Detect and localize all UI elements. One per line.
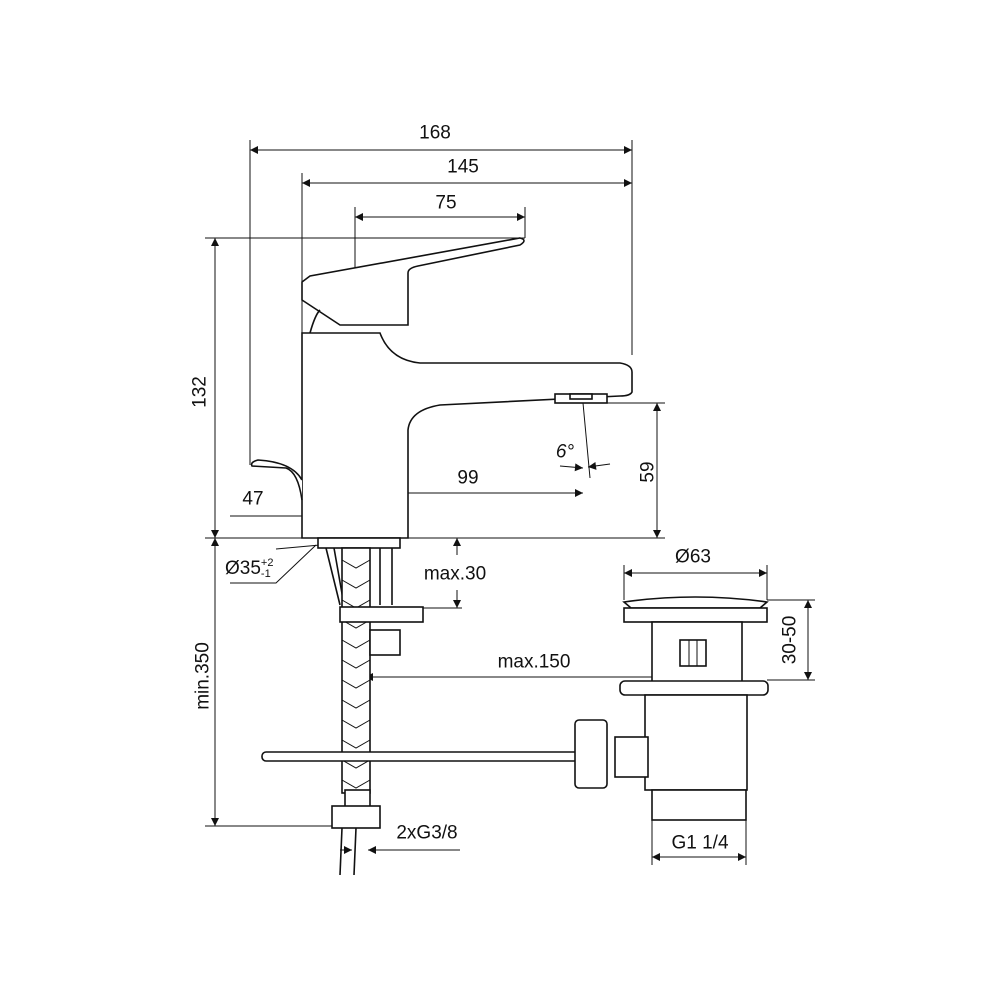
- fixing-assembly: [261, 537, 581, 876]
- dim-99: 99: [457, 467, 479, 489]
- dim-30-50: 30-50: [779, 615, 801, 665]
- dim-59: 59: [637, 461, 659, 483]
- dim-132: 132: [189, 376, 211, 408]
- rod-nut: [574, 719, 608, 789]
- dim-75: 75: [435, 192, 457, 214]
- dim-168: 168: [419, 122, 451, 144]
- dim-angle: 6°: [555, 441, 575, 463]
- dim-145: 145: [447, 156, 479, 178]
- dim-g114: G1 1/4: [671, 832, 729, 854]
- pop-up-rod: [261, 751, 581, 762]
- dim-47: 47: [242, 488, 264, 510]
- waste-cap: [622, 596, 769, 609]
- connection-nut: [331, 805, 381, 829]
- dim-63: Ø63: [675, 546, 711, 568]
- faucet: [250, 237, 633, 539]
- pop-up-waste: [574, 596, 769, 821]
- nut: [369, 629, 401, 656]
- dim-hole-diameter: Ø35+2-1: [225, 558, 273, 580]
- dim-g38: 2xG3/8: [396, 822, 458, 844]
- waste-lever: [250, 459, 303, 501]
- extension-lines: [205, 140, 815, 865]
- dim-min350: min.350: [192, 642, 214, 710]
- dim-max30: max.30: [423, 563, 487, 585]
- tolerance-plus: +2: [260, 557, 274, 569]
- faucet-lever: [301, 237, 525, 326]
- hole-diameter-value: Ø35: [225, 558, 261, 580]
- dim-max150: max.150: [497, 651, 571, 673]
- faucet-spout: [301, 332, 633, 539]
- fixing-plate: [339, 606, 424, 623]
- tolerance-minus: -1: [260, 568, 271, 580]
